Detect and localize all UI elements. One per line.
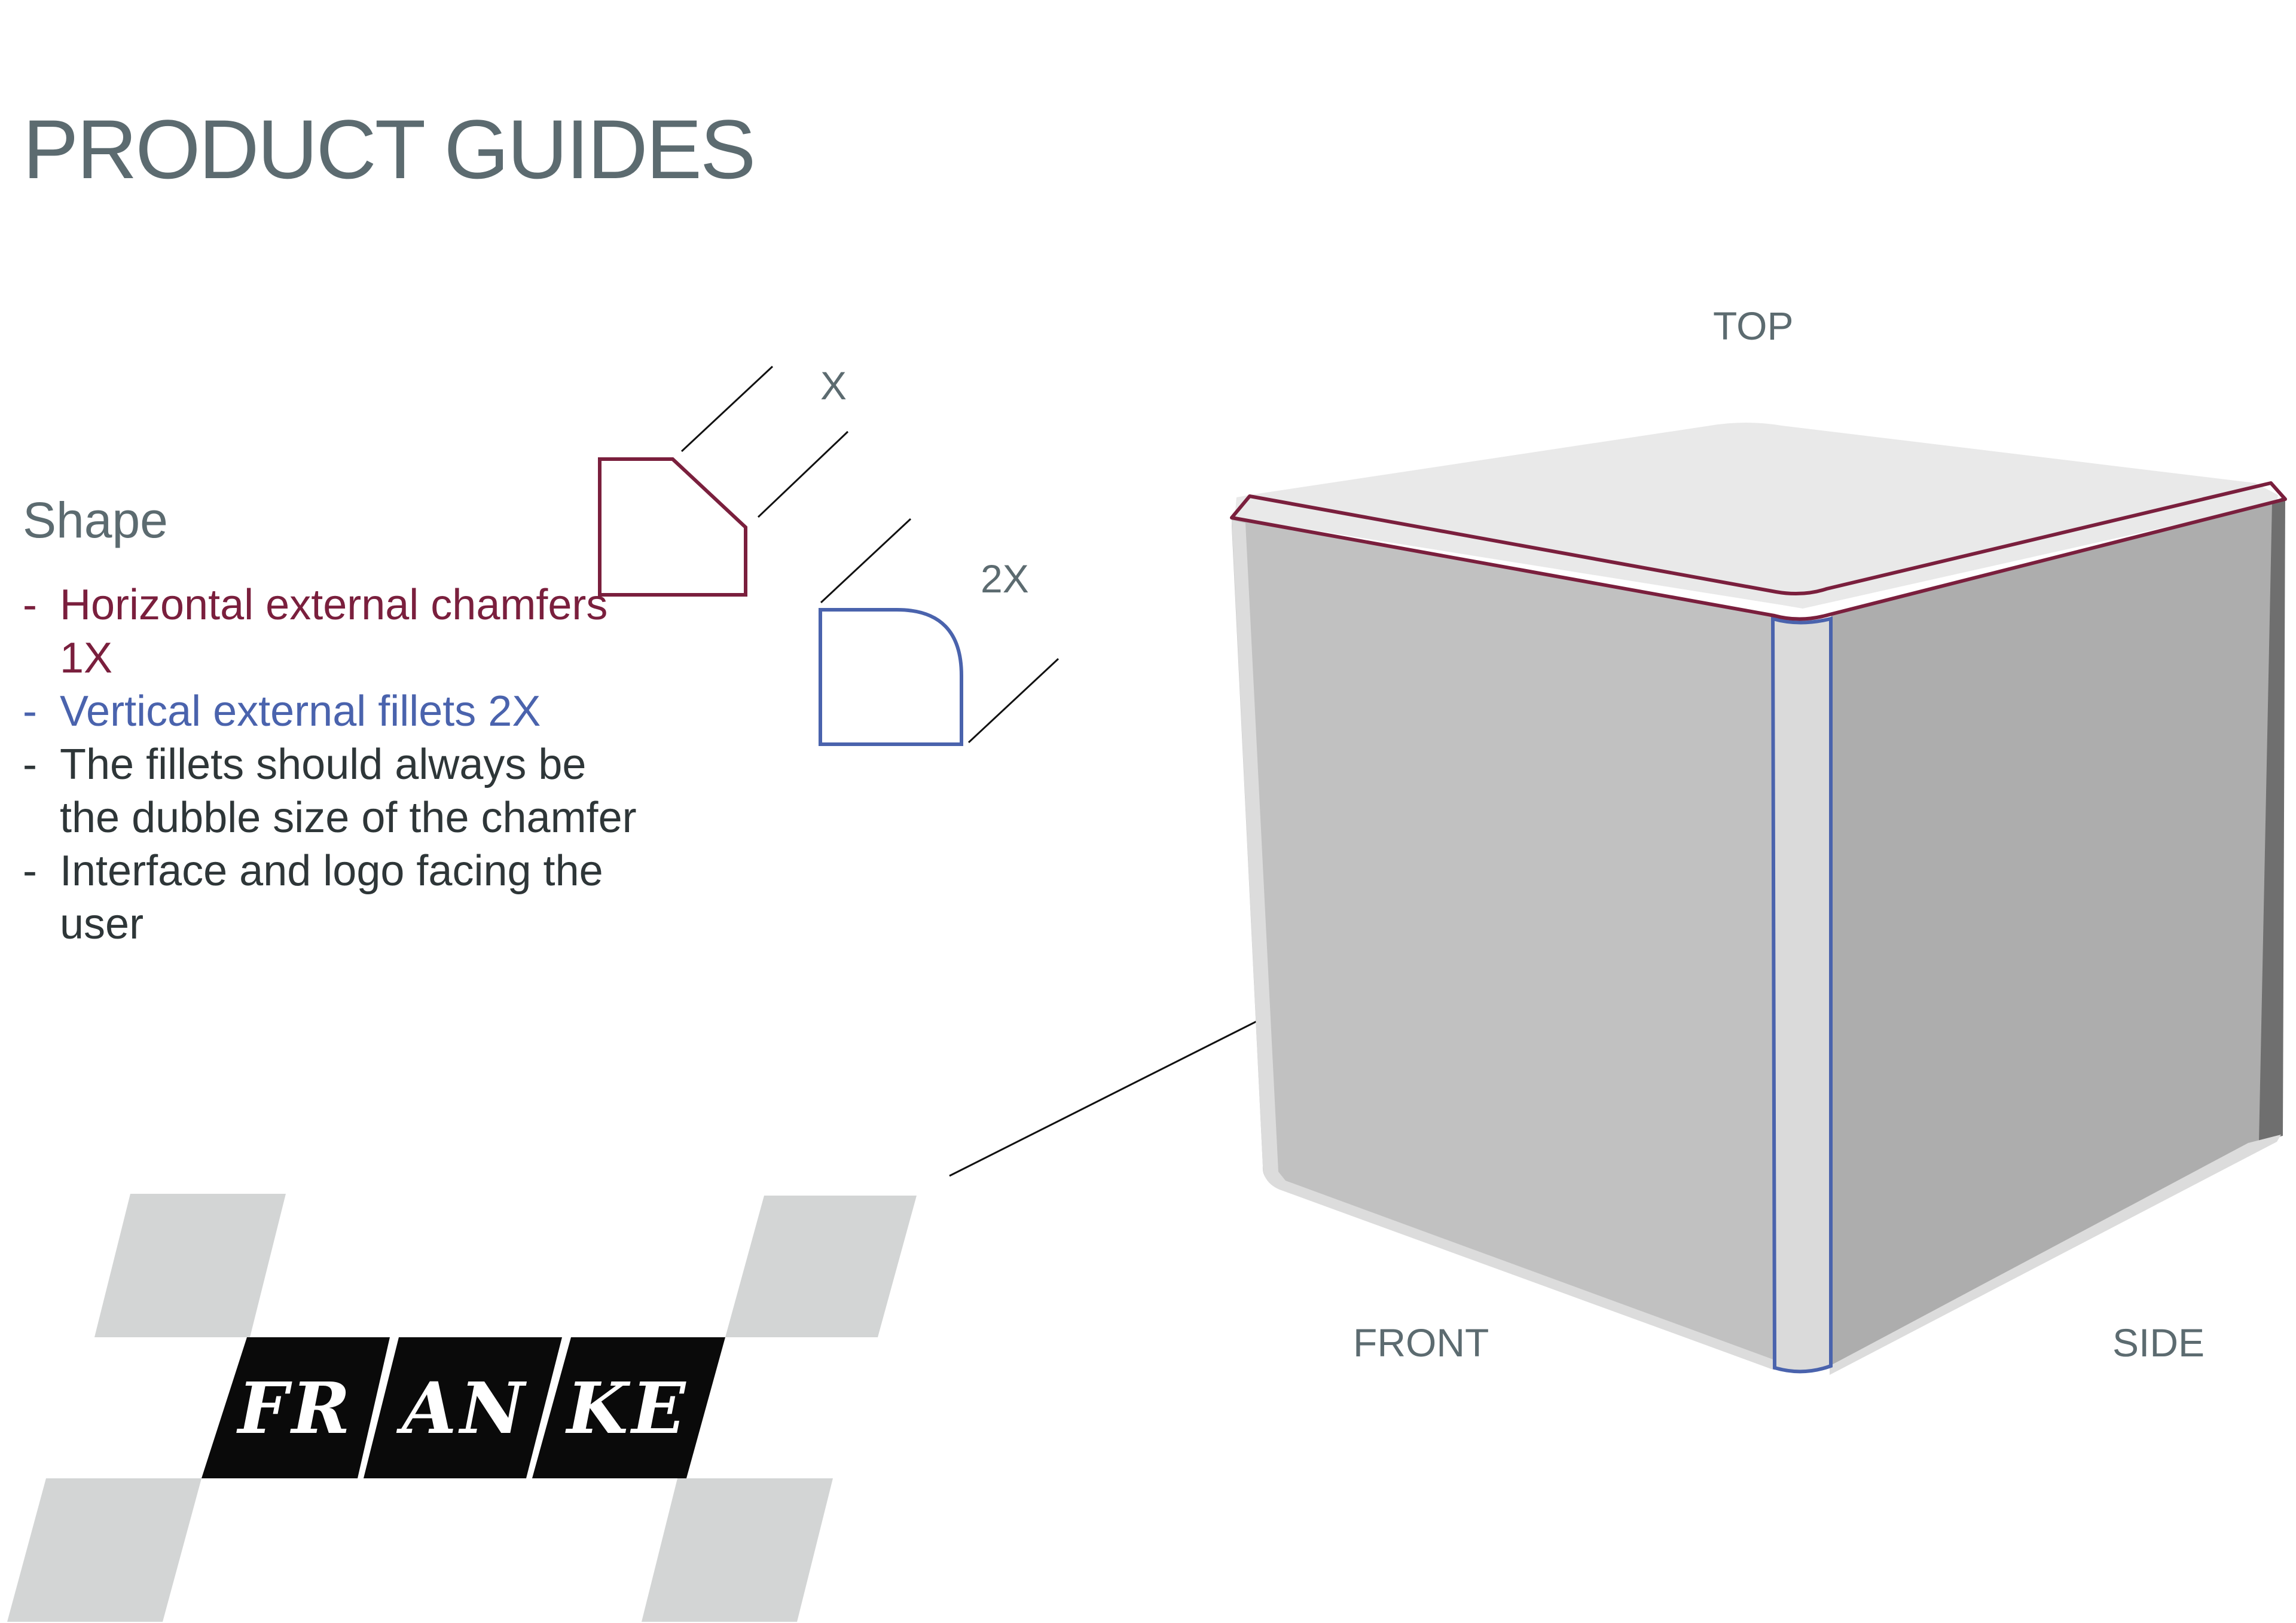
checker-tile [7,1478,201,1622]
logo-text-fr: FR [236,1367,354,1450]
bullet-fillet-size-rule: - The fillets should always be the dubbl… [23,738,657,845]
cube-top-face [1235,423,2278,609]
dimension-line [757,430,849,518]
cube-side-edge-shadow [2259,496,2285,1142]
franke-logo: FR AN KE [201,1337,725,1478]
bullet-text: Interface and logo facing the user [60,847,603,948]
dimension-line [680,365,774,453]
cube-corner-fillet [1773,616,1831,1373]
logo-segment-bg [201,1337,390,1478]
logo-segment-bg [532,1337,725,1478]
chamfer-profile-shape [598,457,747,597]
view-label-front: FRONT [1353,1321,1489,1365]
bullet-dash: - [23,687,37,735]
checker-tile [642,1478,833,1622]
cube-side-face [1824,500,2283,1369]
view-label-top: TOP [1713,304,1794,348]
dimension-line [820,518,912,604]
logo-segment-bg [364,1337,562,1478]
logo-text-an: AN [396,1367,528,1450]
bullet-fillets: - Vertical external fillets 2X [23,685,657,738]
cube-side-bottom-highlight [1830,1135,2281,1375]
fillet-profile-shape [819,608,963,746]
bullet-text: Vertical external fillets 2X [60,687,541,735]
checker-tile [94,1194,286,1337]
fillet-profile-diagram [819,518,1060,746]
view-label-side: SIDE [2112,1321,2205,1365]
shape-bullet-list: - Horizontal external chamfers 1X - Vert… [23,579,657,951]
bullet-text: Horizontal external chamfers 1X [60,581,608,682]
cube-chamfer-outline [1230,481,2287,621]
chamfer-dimension-label: X [820,363,847,408]
cube-fillet-outline [1770,616,1833,1374]
bullet-interface-facing: - Interface and logo facing the user [23,845,657,951]
cube-illustration [1230,423,2287,1375]
bullet-dash: - [23,741,37,788]
fillet-dimension-label: 2X [981,557,1029,601]
bullet-dash: - [23,847,37,895]
cube-front-face [1232,518,1775,1370]
shape-heading: Shape [23,492,168,548]
bullet-chamfers: - Horizontal external chamfers 1X [23,579,657,685]
dimension-line [967,658,1060,744]
chamfer-profile-diagram [598,365,849,597]
page-title: PRODUCT GUIDES [23,102,756,196]
logo-checker-pattern [7,1194,917,1622]
bullet-dash: - [23,581,37,629]
bullet-text: The fillets should always be the dubble … [60,741,637,842]
logo-text-ke: KE [565,1367,689,1450]
checker-tile [725,1196,917,1337]
